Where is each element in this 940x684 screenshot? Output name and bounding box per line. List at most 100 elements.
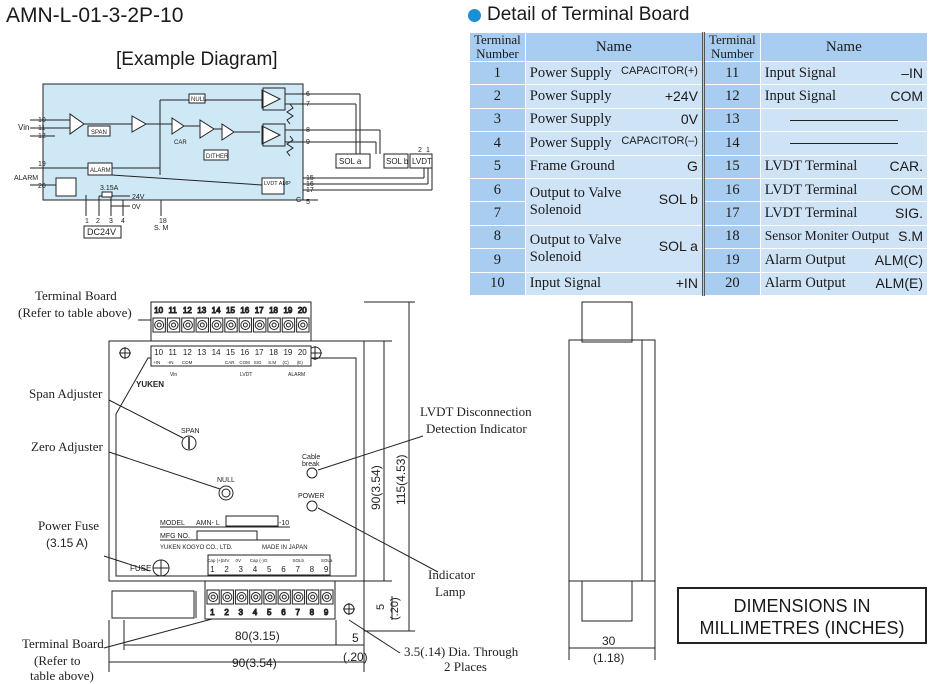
terminal-name-text: Power Supply bbox=[529, 64, 612, 81]
terminal-screw-core-icon bbox=[257, 322, 263, 328]
top-terminal-number: 17 bbox=[255, 306, 264, 315]
terminal-screw-core-icon bbox=[281, 594, 287, 600]
mfg-field bbox=[196, 530, 258, 541]
header-terminal-number-right: Terminal Number bbox=[701, 32, 761, 62]
strip-pin-number: 14 bbox=[212, 348, 221, 357]
schematic-pin-label: 6 bbox=[306, 91, 310, 98]
terminal-board-label-2: Terminal Board bbox=[22, 636, 104, 651]
dim-90-height: 90(3.54) bbox=[369, 465, 383, 510]
terminal-signal-text: G bbox=[687, 158, 698, 175]
dim-5: 5 bbox=[352, 631, 359, 645]
model-suffix: -10 bbox=[279, 520, 289, 527]
terminal-number-cell: 20 bbox=[701, 271, 761, 297]
schematic-pin-label: 11 bbox=[38, 125, 45, 132]
table-header-row: Terminal Number Name Terminal Number Nam… bbox=[469, 32, 929, 62]
terminal-signal-text: COM bbox=[890, 181, 923, 198]
terminal-screw-icon bbox=[279, 592, 290, 602]
terminal-name-text: Power Supply bbox=[529, 88, 612, 105]
fuse-label: FUSE bbox=[130, 564, 151, 573]
front-labels: Terminal Board (Refer to table above) Sp… bbox=[18, 288, 532, 683]
alarm-box-label: ALARM bbox=[90, 168, 111, 174]
vin-label: Vin bbox=[18, 123, 29, 132]
yuken-logo: YUKEN bbox=[136, 380, 164, 389]
maker-label: YUKEN KOGYO CO., LTD. bbox=[160, 545, 233, 551]
dim-118: (1.18) bbox=[593, 651, 624, 665]
schematic-pin-label: 2 bbox=[96, 218, 100, 225]
terminal-name-cell: ALM(E)Alarm Output bbox=[759, 271, 929, 297]
alarm-label: ALARM bbox=[14, 175, 38, 182]
terminal-name-text: Solenoid bbox=[529, 201, 582, 218]
bottom-terminal-number: 5 bbox=[267, 608, 272, 617]
terminal-number-cell: 16 bbox=[701, 177, 761, 203]
dimensions-line-2: MILLIMETRES (INCHES) bbox=[699, 618, 905, 638]
dc24v-box bbox=[83, 225, 122, 239]
top-terminal-number: 19 bbox=[283, 306, 292, 315]
hole-label-1: 3.5(.14) Dia. Through bbox=[404, 644, 519, 659]
terminal-number-cell: 5 bbox=[469, 154, 526, 179]
strip-group-alarm: ALARM bbox=[288, 372, 305, 378]
fuse-rating-label: 3.15A bbox=[100, 185, 119, 192]
terminal-name-text: Output to Valve bbox=[529, 184, 622, 201]
terminal-screw-icon bbox=[283, 320, 294, 330]
schematic-labels: Vin ALARM SPAN NULL CAR DITHER ALARM LVD… bbox=[14, 91, 432, 237]
terminal-screw-core-icon bbox=[210, 594, 216, 600]
terminal-screw-core-icon bbox=[300, 322, 306, 328]
terminal-screw-core-icon bbox=[239, 594, 245, 600]
sol-a-box bbox=[335, 153, 371, 169]
bottom-terminal-number: 4 bbox=[253, 608, 258, 617]
model-value: AMN- L bbox=[196, 520, 220, 527]
bottom-terminal-number: 3 bbox=[239, 608, 244, 617]
strip-pin-number: 16 bbox=[240, 348, 249, 357]
strip-pin-sub: (E) bbox=[297, 360, 304, 365]
bottom-terminal-number: 6 bbox=[281, 608, 286, 617]
span-knob-icon bbox=[181, 435, 197, 451]
dim-020: (.20) bbox=[343, 650, 368, 664]
bottom-terminal-number: 7 bbox=[295, 608, 300, 617]
detail-title-text: Detail of Terminal Board bbox=[487, 4, 690, 25]
dim-90-width: 90(3.54) bbox=[232, 656, 277, 670]
terminal-number-cell: 11 bbox=[701, 60, 761, 86]
model-title: AMN-L-01-3-2P-10 bbox=[6, 4, 184, 27]
strip-pin-number: 1 bbox=[210, 565, 215, 574]
hole-label-2: 2 Places bbox=[444, 659, 487, 674]
terminal-name-text: Solenoid bbox=[529, 248, 582, 265]
terminal-screw-core-icon bbox=[271, 322, 277, 328]
zero-v-label: 0V bbox=[132, 204, 141, 211]
terminal-name-text: Input Signal bbox=[764, 64, 836, 81]
terminal-screw-core-icon bbox=[199, 322, 205, 328]
schematic-pin-label: 4 bbox=[121, 218, 125, 225]
terminal-screw-core-icon bbox=[171, 322, 177, 328]
strip-pin-number: 2 bbox=[224, 565, 229, 574]
terminal-signal-text: ALM(E) bbox=[875, 275, 923, 292]
terminal-name-text: Power Supply bbox=[529, 134, 612, 151]
schematic-pin-label: 2 bbox=[418, 147, 422, 154]
top-terminal-number: 12 bbox=[183, 306, 192, 315]
schematic-pin-label: 16 bbox=[306, 181, 314, 188]
schematic-pin-label: 10 bbox=[38, 117, 46, 124]
terminal-screw-icon bbox=[222, 592, 233, 602]
strip-pin-sub: CAR bbox=[225, 360, 235, 365]
driver-amp-icon bbox=[199, 119, 215, 139]
span-box-label: SPAN bbox=[91, 130, 107, 136]
terminal-screw-core-icon bbox=[253, 594, 259, 600]
strip-pin-number: 12 bbox=[183, 348, 192, 357]
top-terminal-number: 15 bbox=[226, 306, 235, 315]
terminal-screw-icon bbox=[236, 592, 247, 602]
terminal-board-label: Terminal Board bbox=[35, 288, 117, 303]
dimensions-line-1: DIMENSIONS IN bbox=[733, 596, 871, 616]
strip-pin-sub: (C) bbox=[282, 360, 289, 365]
amp-icon bbox=[131, 115, 148, 133]
input-amp-icon bbox=[69, 113, 85, 135]
terminal-name-text: Power Supply bbox=[529, 111, 612, 128]
strip-group-lvdt: LVDT bbox=[240, 372, 252, 378]
strip-pin-sub: -IN bbox=[168, 360, 174, 365]
lvdt-disconnect-label-2: Detection Indicator bbox=[426, 421, 527, 436]
